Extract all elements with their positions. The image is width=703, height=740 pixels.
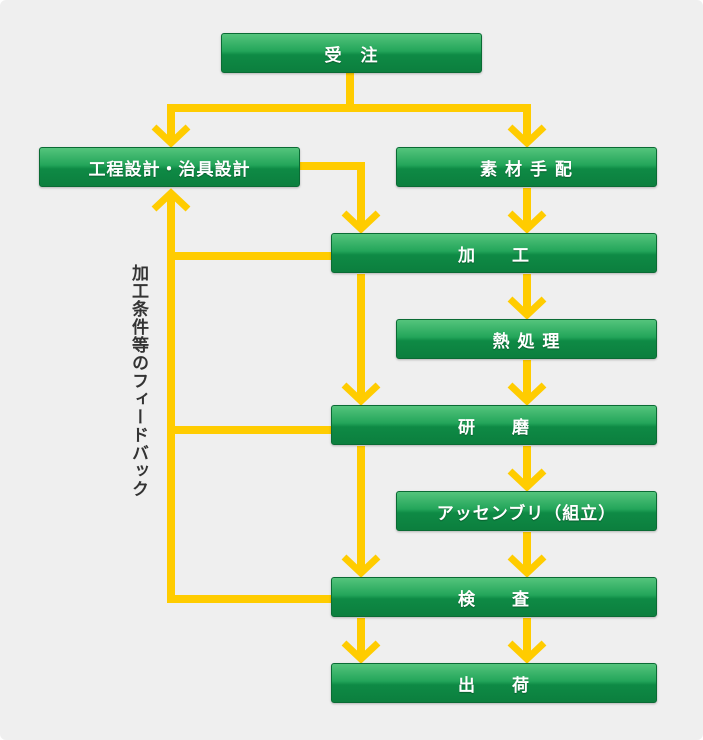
node-assembly: アッセンブリ（組立）: [396, 491, 657, 531]
node-heat-treatment: 熱 処 理: [396, 319, 657, 359]
node-order: 受 注: [221, 33, 482, 73]
arrow-head-shipping-left: [341, 640, 381, 664]
arrow-head-inspection-right: [507, 554, 547, 578]
arrow-head-inspection-left: [341, 554, 381, 578]
arrow-head-grinding-right: [507, 382, 547, 406]
feedback-label: 加工条件等のフィードバック: [128, 264, 148, 498]
node-material: 素 材 手 配: [396, 147, 657, 187]
node-machining: 加 工: [331, 233, 657, 273]
node-inspection: 検 査: [331, 577, 657, 617]
arrow-head-shipping-right: [507, 640, 547, 664]
node-grinding: 研 磨: [331, 405, 657, 445]
node-shipping: 出 荷: [331, 663, 657, 703]
arrow-head-machining-right: [507, 210, 547, 234]
arrow-head-feedback-up: [151, 188, 191, 212]
arrow-head-material: [507, 124, 547, 148]
arrow-head-machining-left: [341, 210, 381, 234]
feedback-line: [167, 196, 331, 603]
arrow-head-heat: [507, 296, 547, 320]
flow-design-to-machining: [300, 162, 365, 226]
arrow-head-design: [151, 124, 191, 148]
arrow-head-assembly: [507, 468, 547, 492]
node-design: 工程設計・治具設計: [39, 147, 300, 187]
arrow-head-grinding-left: [341, 382, 381, 406]
